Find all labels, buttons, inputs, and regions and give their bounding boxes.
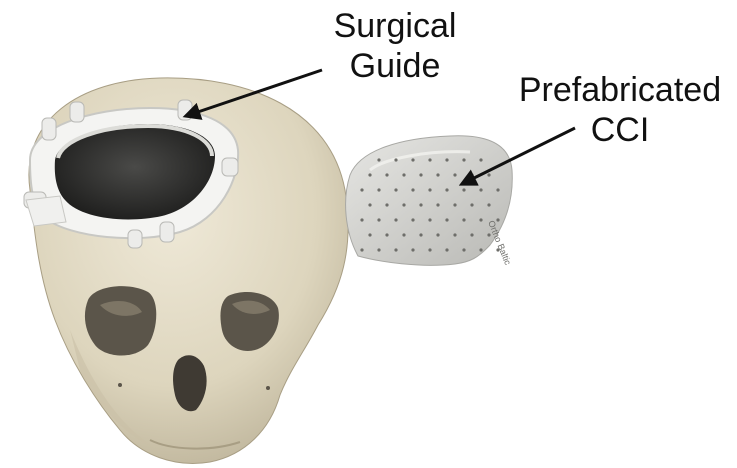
implant-hole	[462, 158, 465, 161]
implant-hole	[402, 203, 405, 206]
implant-hole	[377, 248, 380, 251]
implant-hole	[470, 203, 473, 206]
implant-hole	[428, 158, 431, 161]
implant-hole	[385, 233, 388, 236]
implant-hole	[479, 188, 482, 191]
implant-hole	[419, 173, 422, 176]
implant-hole	[402, 173, 405, 176]
implant-hole	[445, 248, 448, 251]
implant-hole	[462, 188, 465, 191]
implant-hole	[428, 188, 431, 191]
implant-hole	[368, 233, 371, 236]
implant-hole	[487, 173, 490, 176]
implant-hole	[394, 218, 397, 221]
implant-hole	[368, 173, 371, 176]
implant-hole	[360, 188, 363, 191]
implant-hole	[360, 218, 363, 221]
implant-hole	[496, 188, 499, 191]
implant-hole	[402, 233, 405, 236]
implant-hole	[436, 203, 439, 206]
implant-hole	[394, 248, 397, 251]
implant-hole	[368, 203, 371, 206]
label-line: Guide	[300, 46, 490, 86]
label-line: Surgical	[300, 6, 490, 46]
implant-hole	[377, 218, 380, 221]
prefabricated-cci-label: Prefabricated CCI	[505, 70, 735, 150]
implant-hole	[428, 218, 431, 221]
implant-hole	[487, 233, 490, 236]
implant-hole	[394, 158, 397, 161]
guide-peg	[42, 118, 56, 140]
implant-hole	[470, 233, 473, 236]
guide-peg	[160, 222, 174, 242]
implant-hole	[385, 173, 388, 176]
implant-hole	[445, 188, 448, 191]
implant-hole	[479, 158, 482, 161]
implant-hole	[453, 203, 456, 206]
implant-hole	[360, 248, 363, 251]
cci-implant: Ortho Baltic	[346, 136, 514, 267]
guide-peg	[178, 100, 192, 120]
label-line: CCI	[505, 110, 735, 150]
implant-hole	[462, 248, 465, 251]
label-line: Prefabricated	[505, 70, 735, 110]
implant-hole	[411, 158, 414, 161]
implant-hole	[445, 218, 448, 221]
implant-hole	[487, 203, 490, 206]
implant-hole	[385, 203, 388, 206]
implant-hole	[479, 248, 482, 251]
implant-hole	[445, 158, 448, 161]
left-orbit	[85, 286, 156, 355]
implant-hole	[411, 188, 414, 191]
implant-hole	[462, 218, 465, 221]
implant-hole	[436, 233, 439, 236]
guide-peg	[70, 102, 84, 122]
implant-hole	[419, 203, 422, 206]
surgical-guide-label: Surgical Guide	[300, 6, 490, 86]
implant-hole	[411, 248, 414, 251]
implant-hole	[428, 248, 431, 251]
implant-hole	[411, 218, 414, 221]
guide-peg	[128, 230, 142, 248]
implant-hole	[377, 188, 380, 191]
implant-hole	[453, 173, 456, 176]
implant-hole	[377, 158, 380, 161]
implant-hole	[479, 218, 482, 221]
implant-hole	[453, 233, 456, 236]
implant-hole	[419, 233, 422, 236]
implant-hole	[394, 188, 397, 191]
guide-peg	[222, 158, 238, 176]
implant-hole	[436, 173, 439, 176]
implant-hole	[470, 173, 473, 176]
